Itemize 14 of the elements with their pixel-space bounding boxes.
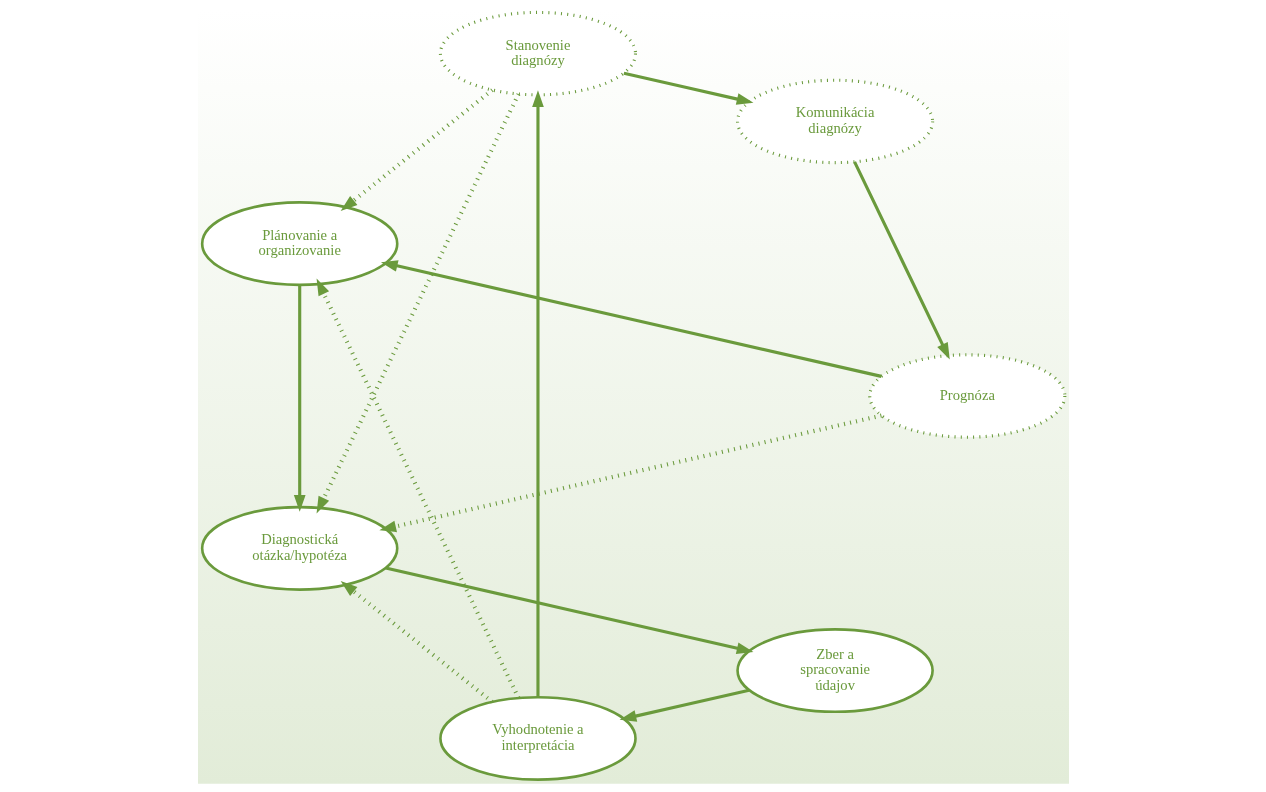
arrow: [340, 88, 494, 211]
arrow: [293, 285, 306, 512]
node-ellipse: Stanovenie diagnózy: [438, 10, 637, 97]
arrow: [316, 278, 520, 699]
arrow: [623, 71, 753, 105]
arrow: [378, 413, 882, 533]
arrow: [380, 260, 882, 378]
arrow: [384, 566, 753, 654]
arrow: [619, 688, 749, 722]
arrow: [852, 161, 950, 360]
arrow: [340, 581, 494, 704]
node-ellipse: Prognóza: [867, 353, 1066, 439]
arrow: [531, 90, 544, 698]
arrow: [316, 93, 520, 514]
